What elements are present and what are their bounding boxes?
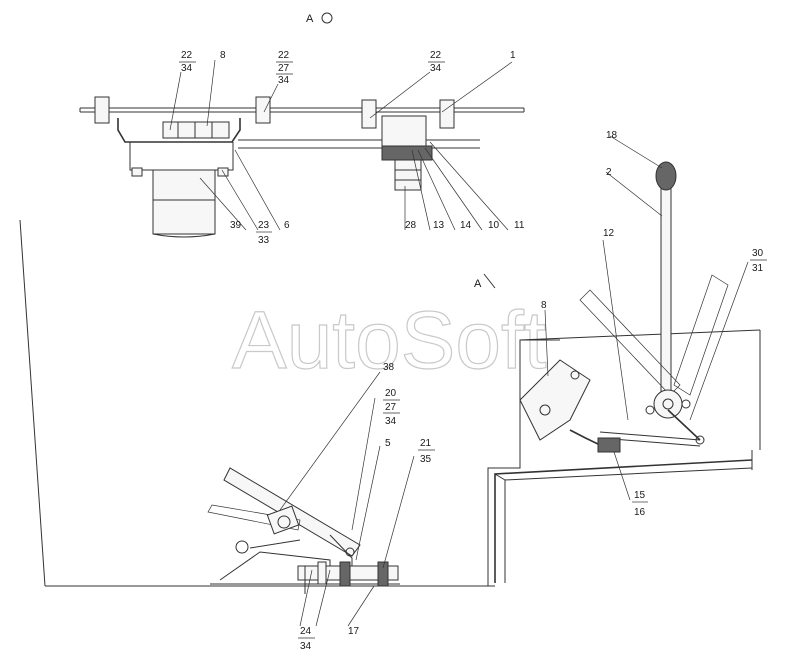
svg-text:34: 34: [300, 641, 312, 652]
callout-23-33: 23 33: [256, 220, 272, 246]
callout-labels: 22 34 8 22 27 34 22 34 1 39 23 33: [179, 50, 767, 652]
callout-30-31: 30 31: [750, 248, 767, 274]
svg-text:1: 1: [510, 50, 516, 61]
callout-18: 18: [606, 130, 618, 141]
svg-text:11: 11: [514, 220, 525, 231]
callout-13: 13: [433, 220, 445, 231]
svg-text:14: 14: [460, 220, 472, 231]
callout-11: 11: [514, 220, 525, 231]
callout-12: 12: [603, 228, 615, 239]
svg-text:33: 33: [258, 235, 270, 246]
callout-5: 5: [385, 438, 391, 449]
svg-text:5: 5: [385, 438, 391, 449]
lever-assembly: [519, 161, 729, 453]
callout-15-16: 15 16: [632, 490, 648, 518]
svg-text:18: 18: [606, 130, 618, 141]
svg-text:6: 6: [284, 220, 290, 231]
cabin-structure: [19, 219, 761, 587]
callout-17: 17: [348, 626, 360, 637]
callout-10: 10: [488, 220, 500, 231]
svg-text:35: 35: [420, 454, 432, 465]
svg-text:27: 27: [385, 402, 397, 413]
callout-8-right: 8: [541, 300, 547, 311]
leader-lines: [169, 59, 749, 627]
svg-text:15: 15: [634, 490, 646, 501]
svg-text:13: 13: [433, 220, 445, 231]
svg-text:34: 34: [430, 63, 442, 74]
svg-text:8: 8: [541, 300, 547, 311]
svg-text:34: 34: [385, 416, 397, 427]
svg-text:27: 27: [278, 63, 290, 74]
svg-text:34: 34: [278, 75, 290, 86]
svg-text:12: 12: [603, 228, 615, 239]
svg-text:A: A: [306, 13, 314, 25]
svg-text:A: A: [474, 278, 482, 290]
callout-24-34: 24 34: [298, 626, 315, 652]
svg-text:17: 17: [348, 626, 360, 637]
callout-20-27-34: 20 27 34: [383, 388, 400, 427]
svg-text:22: 22: [278, 50, 290, 61]
svg-text:28: 28: [405, 220, 417, 231]
callout-22-27-34: 22 27 34: [276, 50, 293, 86]
svg-text:31: 31: [752, 263, 764, 274]
callout-1: 1: [510, 50, 516, 61]
callout-22-34-left: 22 34: [179, 50, 196, 74]
callout-28: 28: [405, 220, 417, 231]
section-marker: A: [474, 273, 496, 290]
watermark: AutoSoft: [232, 295, 547, 386]
svg-text:30: 30: [752, 248, 764, 259]
svg-text:38: 38: [383, 362, 395, 373]
svg-text:34: 34: [181, 63, 193, 74]
svg-text:39: 39: [230, 220, 242, 231]
callout-38: 38: [383, 362, 395, 373]
callout-22-34-right: 22 34: [428, 50, 445, 74]
callout-6: 6: [284, 220, 290, 231]
callout-14: 14: [460, 220, 472, 231]
svg-text:21: 21: [420, 438, 432, 449]
callout-21-35: 21 35: [418, 438, 435, 465]
callout-39: 39: [230, 220, 242, 231]
svg-text:16: 16: [634, 507, 646, 518]
svg-text:20: 20: [385, 388, 397, 399]
svg-text:22: 22: [430, 50, 442, 61]
svg-text:10: 10: [488, 220, 500, 231]
svg-text:22: 22: [181, 50, 193, 61]
callout-2: 2: [606, 167, 612, 178]
view-marker: A: [306, 12, 333, 25]
svg-text:23: 23: [258, 220, 270, 231]
svg-text:8: 8: [220, 50, 226, 61]
svg-text:2: 2: [606, 167, 612, 178]
callout-8-top: 8: [220, 50, 226, 61]
top-view-assembly: [79, 96, 525, 238]
pedal-assembly: [207, 467, 399, 594]
svg-text:24: 24: [300, 626, 312, 637]
